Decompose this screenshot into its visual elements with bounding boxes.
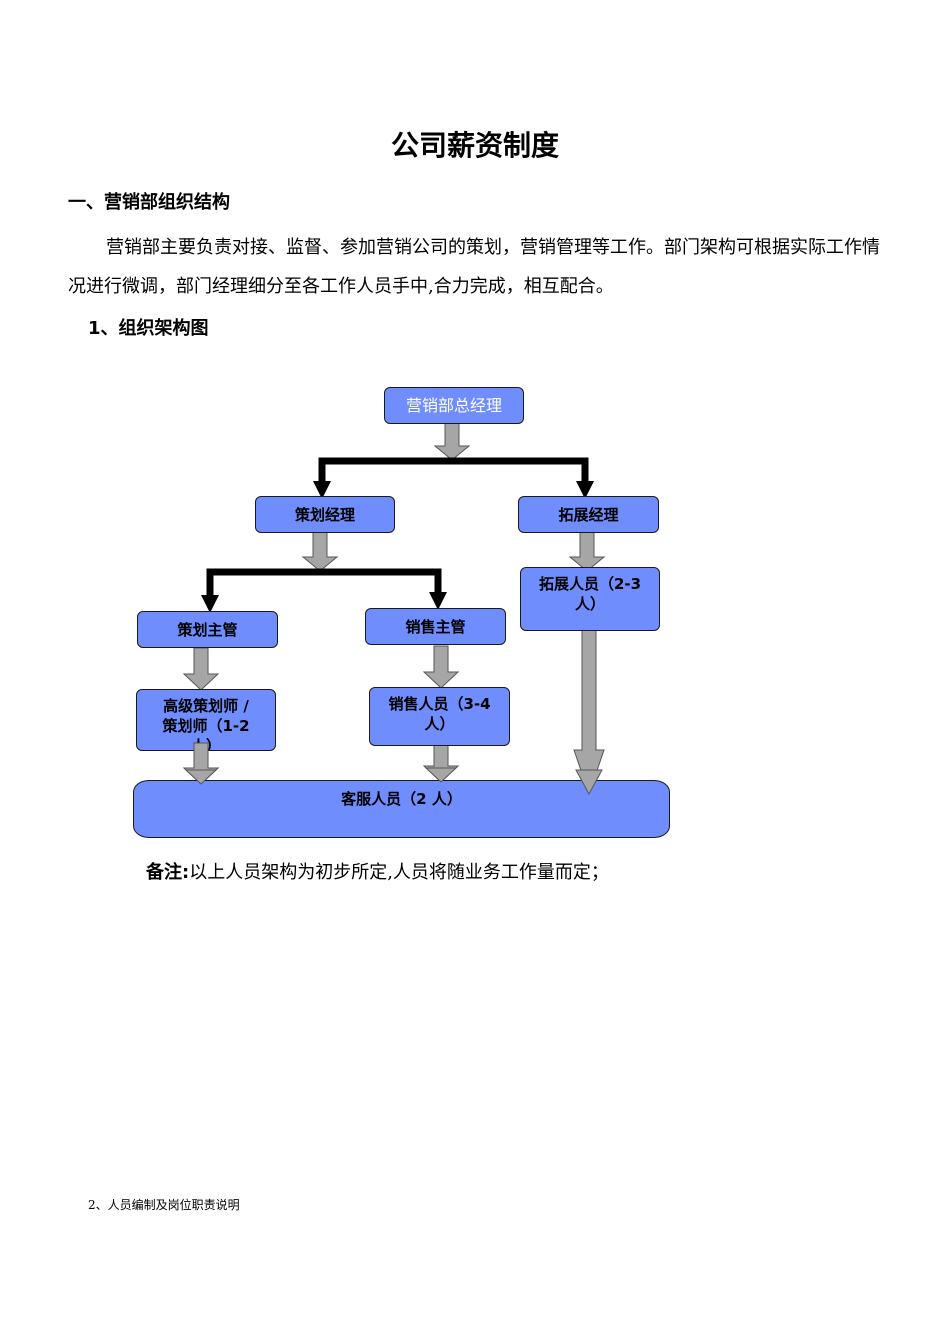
gray-arrow-gm-down [433, 419, 471, 461]
subsection-heading-org-chart: 1、组织架构图 [88, 318, 209, 339]
section-heading-org-structure: 一、营销部组织结构 [68, 192, 230, 213]
box-planning-manager: 策划经理 [255, 496, 395, 533]
box-expansion-staff: 拓展人员（2-3 人） [520, 567, 660, 631]
subsection-heading-staffing: 2、人员编制及岗位职责说明 [88, 1198, 240, 1212]
gray-arrow-em-down [568, 530, 606, 572]
gray-arrow-sales-down [422, 739, 460, 783]
black-arrowhead-left [313, 481, 331, 499]
black-arrowhead-right2 [429, 592, 447, 610]
box-general-manager: 营销部总经理 [384, 387, 524, 424]
gray-arrow-ss-down [422, 645, 460, 689]
box-customer-service: 客服人员（2 人） [133, 780, 670, 838]
box-expansion-manager: 拓展经理 [518, 496, 659, 533]
gray-arrow-pm-down [301, 530, 339, 572]
gray-arrow-expansion-long [573, 627, 605, 796]
chart-note: 备注:以上人员架构为初步所定,人员将随业务工作量而定； [146, 858, 609, 884]
org-chart-connectors [182, 419, 606, 796]
black-arrowhead-right [576, 481, 594, 499]
black-connector-top [318, 457, 589, 484]
page-title: 公司薪资制度 [390, 129, 559, 162]
box-sales-staff: 销售人员（3-4 人） [369, 687, 510, 746]
box-senior-planner: 高级策划师 / 策划师（1-2 人） [136, 689, 276, 751]
black-connector-mid [206, 568, 442, 597]
note-text: 以上人员架构为初步所定,人员将随业务工作量而定； [189, 862, 609, 883]
box-sales-supervisor: 销售主管 [365, 608, 506, 645]
box-planning-supervisor: 策划主管 [137, 611, 278, 648]
gray-arrow-ps-down [182, 647, 220, 691]
black-arrowhead-left2 [201, 595, 219, 613]
note-label: 备注: [146, 862, 190, 883]
section-paragraph: 营销部主要负责对接、监督、参加营销公司的策划，营销管理等工作。部门架构可根据实际… [68, 237, 880, 297]
